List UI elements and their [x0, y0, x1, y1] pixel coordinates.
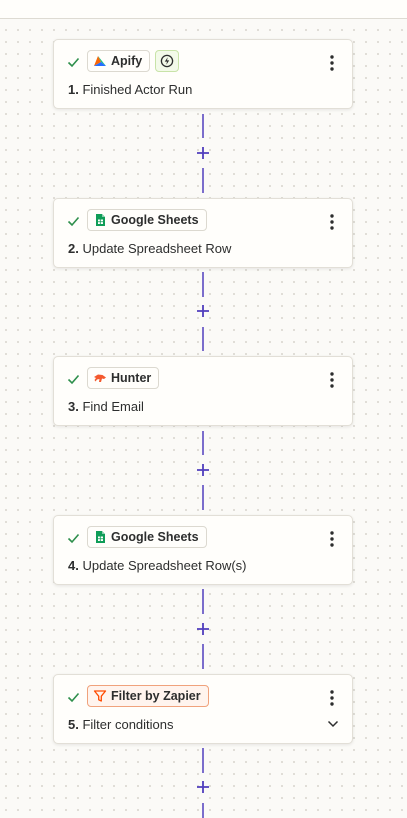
apify-icon: [94, 56, 106, 66]
app-name: Google Sheets: [111, 530, 199, 544]
more-options-icon[interactable]: [326, 371, 338, 389]
add-step-plus-icon[interactable]: [195, 462, 211, 478]
step-label: Update Spreadsheet Row(s): [82, 558, 247, 573]
app-badge[interactable]: Google Sheets: [87, 209, 207, 231]
app-badge[interactable]: Google Sheets: [87, 526, 207, 548]
app-name: Filter by Zapier: [111, 689, 201, 703]
google-sheets-icon: [96, 531, 105, 543]
step-number: 5.: [68, 717, 79, 732]
more-options-icon[interactable]: [326, 530, 338, 548]
more-options-icon[interactable]: [326, 54, 338, 72]
step-card-4[interactable]: Google Sheets 4. Update Spreadsheet Row(…: [53, 515, 353, 585]
app-badge[interactable]: Filter by Zapier: [87, 685, 209, 707]
more-options-icon[interactable]: [326, 689, 338, 707]
step-label: Finished Actor Run: [82, 82, 193, 97]
step-number: 4.: [68, 558, 79, 573]
check-icon: [67, 692, 80, 703]
check-icon: [67, 57, 80, 68]
instant-trigger-badge: [155, 50, 179, 72]
more-options-icon[interactable]: [326, 213, 338, 231]
filter-icon: [93, 690, 107, 702]
step-card-3[interactable]: Hunter 3. Find Email: [53, 356, 353, 426]
app-badge[interactable]: Hunter: [87, 367, 160, 389]
step-number: 1.: [68, 82, 79, 97]
step-title: 4. Update Spreadsheet Row(s): [68, 558, 247, 573]
app-name: Google Sheets: [111, 213, 199, 227]
step-card-1[interactable]: Apify 1. Finished Actor Run: [53, 39, 353, 109]
chevron-down-icon[interactable]: [327, 720, 339, 728]
add-step-plus-icon[interactable]: [195, 621, 211, 637]
top-toolbar: [0, 0, 407, 19]
instant-trigger-bolt-icon: [160, 54, 174, 68]
add-step-plus-icon[interactable]: [195, 779, 211, 795]
step-number: 2.: [68, 241, 79, 256]
add-step-plus-icon[interactable]: [195, 303, 211, 319]
step-label: Filter conditions: [82, 717, 174, 732]
app-badge[interactable]: Apify: [87, 50, 151, 72]
step-title: 1. Finished Actor Run: [68, 82, 192, 97]
app-name: Hunter: [111, 371, 152, 385]
step-title: 2. Update Spreadsheet Row: [68, 241, 231, 256]
step-card-5[interactable]: Filter by Zapier 5. Filter conditions: [53, 674, 353, 744]
step-title: 5. Filter conditions: [68, 717, 174, 732]
step-number: 3.: [68, 399, 79, 414]
check-icon: [67, 533, 80, 544]
hunter-icon: [94, 374, 106, 382]
step-title: 3. Find Email: [68, 399, 144, 414]
check-icon: [67, 374, 80, 385]
step-card-2[interactable]: Google Sheets 2. Update Spreadsheet Row: [53, 198, 353, 268]
step-label: Update Spreadsheet Row: [82, 241, 232, 256]
app-name: Apify: [111, 54, 143, 68]
step-label: Find Email: [82, 399, 144, 414]
google-sheets-icon: [96, 214, 105, 226]
add-step-plus-icon[interactable]: [195, 145, 211, 161]
check-icon: [67, 216, 80, 227]
